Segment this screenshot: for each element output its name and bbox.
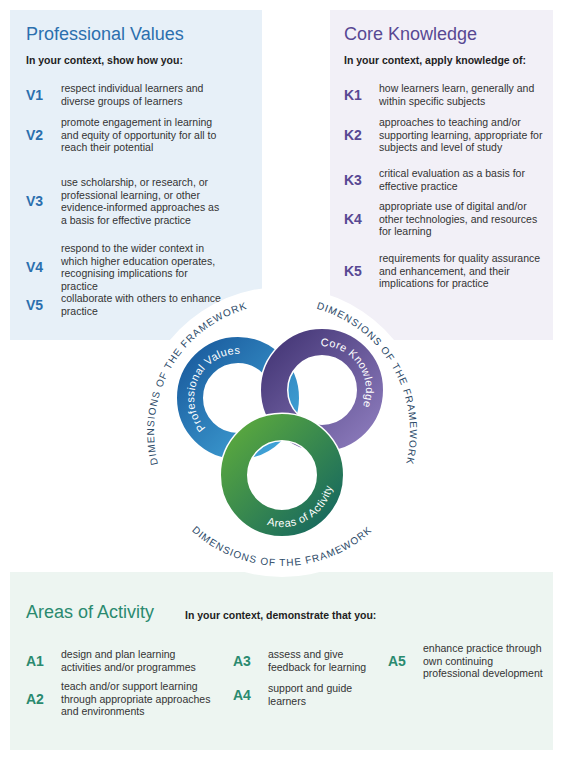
ring-label: Core Knowledge [320, 336, 376, 410]
item-code: K5 [344, 263, 379, 279]
item-code: V5 [26, 297, 61, 313]
item-row: K4appropriate use of digital and/or othe… [344, 200, 543, 238]
item-code: A3 [233, 653, 268, 669]
curved-label-path: DIMENSIONS OF THE FRAMEWORK [145, 300, 248, 466]
item-text: teach and/or support learning through ap… [61, 680, 211, 718]
item-code: V1 [26, 87, 61, 103]
ring-label-path: Professional Values [184, 344, 241, 434]
item-text: respond to the wider context in which hi… [61, 242, 226, 292]
item-text: approaches to teaching and/or supporting… [379, 116, 543, 154]
item-row: V1respect individual learners and divers… [26, 82, 226, 107]
item-row: V2promote engagement in learning and equ… [26, 116, 226, 154]
item-code: A5 [388, 653, 423, 669]
item-code: K1 [344, 87, 379, 103]
item-code: A1 [26, 653, 61, 669]
item-row: V4respond to the wider context in which … [26, 242, 226, 292]
item-text: design and plan learning activities and/… [61, 648, 211, 673]
panel-box: Professional Values In your context, show… [10, 10, 262, 340]
panel-subtitle: In your context, show how you: [26, 54, 183, 66]
item-text: promote engagement in learning and equit… [61, 116, 226, 154]
panel-box: Areas of Activity In your context, demons… [10, 572, 553, 750]
item-code: V4 [26, 259, 61, 275]
panel-title: Core Knowledge [344, 24, 477, 45]
curved-label: DIMENSIONS OF THE FRAMEWORK [316, 300, 420, 466]
ring-node: Areas of Activity [217, 410, 347, 540]
ring-label: Professional Values [184, 344, 241, 434]
item-row: K1how learners learn, generally and with… [344, 82, 543, 107]
item-row: V3use scholarship, or research, or profe… [26, 176, 226, 226]
item-row: A2teach and/or support learning through … [26, 680, 211, 718]
ring-label-path: Core Knowledge [320, 336, 376, 410]
item-code: A2 [26, 691, 61, 707]
curved-label: DIMENSIONS OF THE FRAMEWORK [190, 524, 374, 568]
curved-label-path: DIMENSIONS OF THE FRAMEWORK [190, 524, 374, 568]
item-row: A1design and plan learning activities an… [26, 648, 211, 673]
ring-outline: Areas of Activity [217, 410, 347, 540]
item-code: A4 [233, 687, 268, 703]
item-row: K2approaches to teaching and/or supporti… [344, 116, 543, 154]
item-code: K4 [344, 211, 379, 227]
ring-label-path: Areas of Activity [266, 484, 334, 529]
item-row: A5enhance practice through own continuin… [388, 642, 551, 680]
item-text: requirements for quality assurance and e… [379, 252, 543, 290]
panel-title: Professional Values [26, 24, 184, 45]
panel-box: Core Knowledge In your context, apply kno… [330, 10, 553, 340]
item-text: use scholarship, or research, or profess… [61, 176, 226, 226]
curved-label-path: DIMENSIONS OF THE FRAMEWORK [316, 300, 420, 466]
item-text: appropriate use of digital and/or other … [379, 200, 543, 238]
item-row: K5requirements for quality assurance and… [344, 252, 543, 290]
item-row: A4support and guide learners [233, 682, 386, 707]
item-code: V2 [26, 127, 61, 143]
ring-label: Areas of Activity [266, 484, 334, 529]
panel-subtitle: In your context, apply knowledge of: [344, 54, 526, 66]
backdrop-circle [137, 287, 427, 577]
panel-subtitle: In your context, demonstrate that you: [185, 609, 376, 621]
item-text: support and guide learners [268, 682, 386, 707]
item-text: how learners learn, generally and within… [379, 82, 543, 107]
item-text: respect individual learners and diverse … [61, 82, 226, 107]
item-text: critical evaluation as a basis for effec… [379, 167, 543, 192]
item-code: K3 [344, 172, 379, 188]
item-row: A3assess and give feedback for learning [233, 648, 386, 673]
item-row: K3critical evaluation as a basis for eff… [344, 167, 543, 192]
item-code: K2 [344, 127, 379, 143]
item-text: enhance practice through own continuing … [423, 642, 551, 680]
panel-title: Areas of Activity [26, 602, 154, 623]
item-code: V3 [26, 193, 61, 209]
item-row: V5collaborate with others to enhance pra… [26, 292, 226, 317]
item-text: assess and give feedback for learning [268, 648, 386, 673]
curved-label: DIMENSIONS OF THE FRAMEWORK [145, 300, 248, 466]
